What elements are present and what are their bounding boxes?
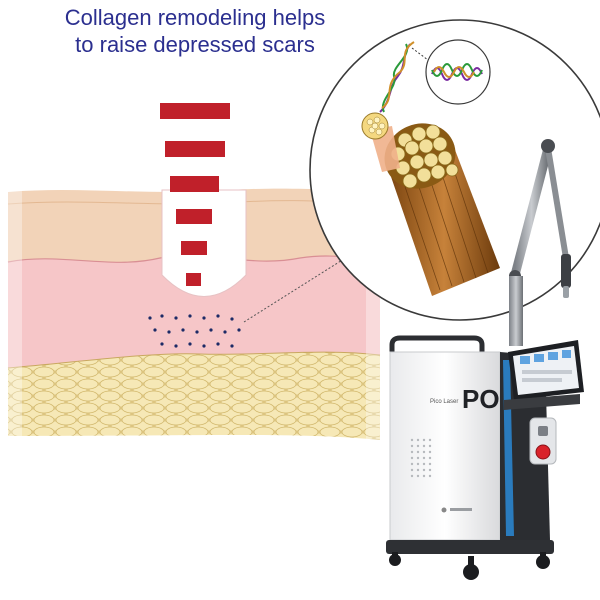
collagen-dots <box>148 314 241 348</box>
wheel <box>389 552 401 566</box>
fat-layer <box>8 352 380 440</box>
support-pole <box>509 276 523 346</box>
headline: Collagen remodeling helps to raise depre… <box>0 4 390 58</box>
wheel <box>536 552 550 569</box>
device-model-large: PO <box>462 384 500 414</box>
callout-line <box>243 251 356 323</box>
laser-stripe <box>186 273 201 286</box>
wheel <box>463 556 479 580</box>
laser-stripe <box>181 241 207 255</box>
helix-inset <box>425 39 491 105</box>
laser-device: PO Pico Laser <box>386 139 584 580</box>
laser-stripe <box>176 209 212 224</box>
laser-stripe <box>170 176 219 192</box>
laser-beam <box>160 103 247 297</box>
handpiece <box>561 254 571 288</box>
device-model-small: Pico Laser <box>430 399 458 405</box>
manufacturer-logo <box>441 507 472 513</box>
emergency-stop-button <box>535 444 551 460</box>
cabinet-base <box>386 540 554 554</box>
laser-stripe <box>160 103 230 119</box>
headline-line-2: to raise depressed scars <box>75 32 315 57</box>
triple-helix <box>379 41 415 113</box>
dermis-layer <box>8 255 380 375</box>
articulated-arm <box>510 146 553 277</box>
laser-stripe <box>165 141 225 157</box>
headline-line-1: Collagen remodeling helps <box>64 5 326 30</box>
touch-screen <box>508 340 584 400</box>
magnified-collagen-view <box>309 19 600 321</box>
